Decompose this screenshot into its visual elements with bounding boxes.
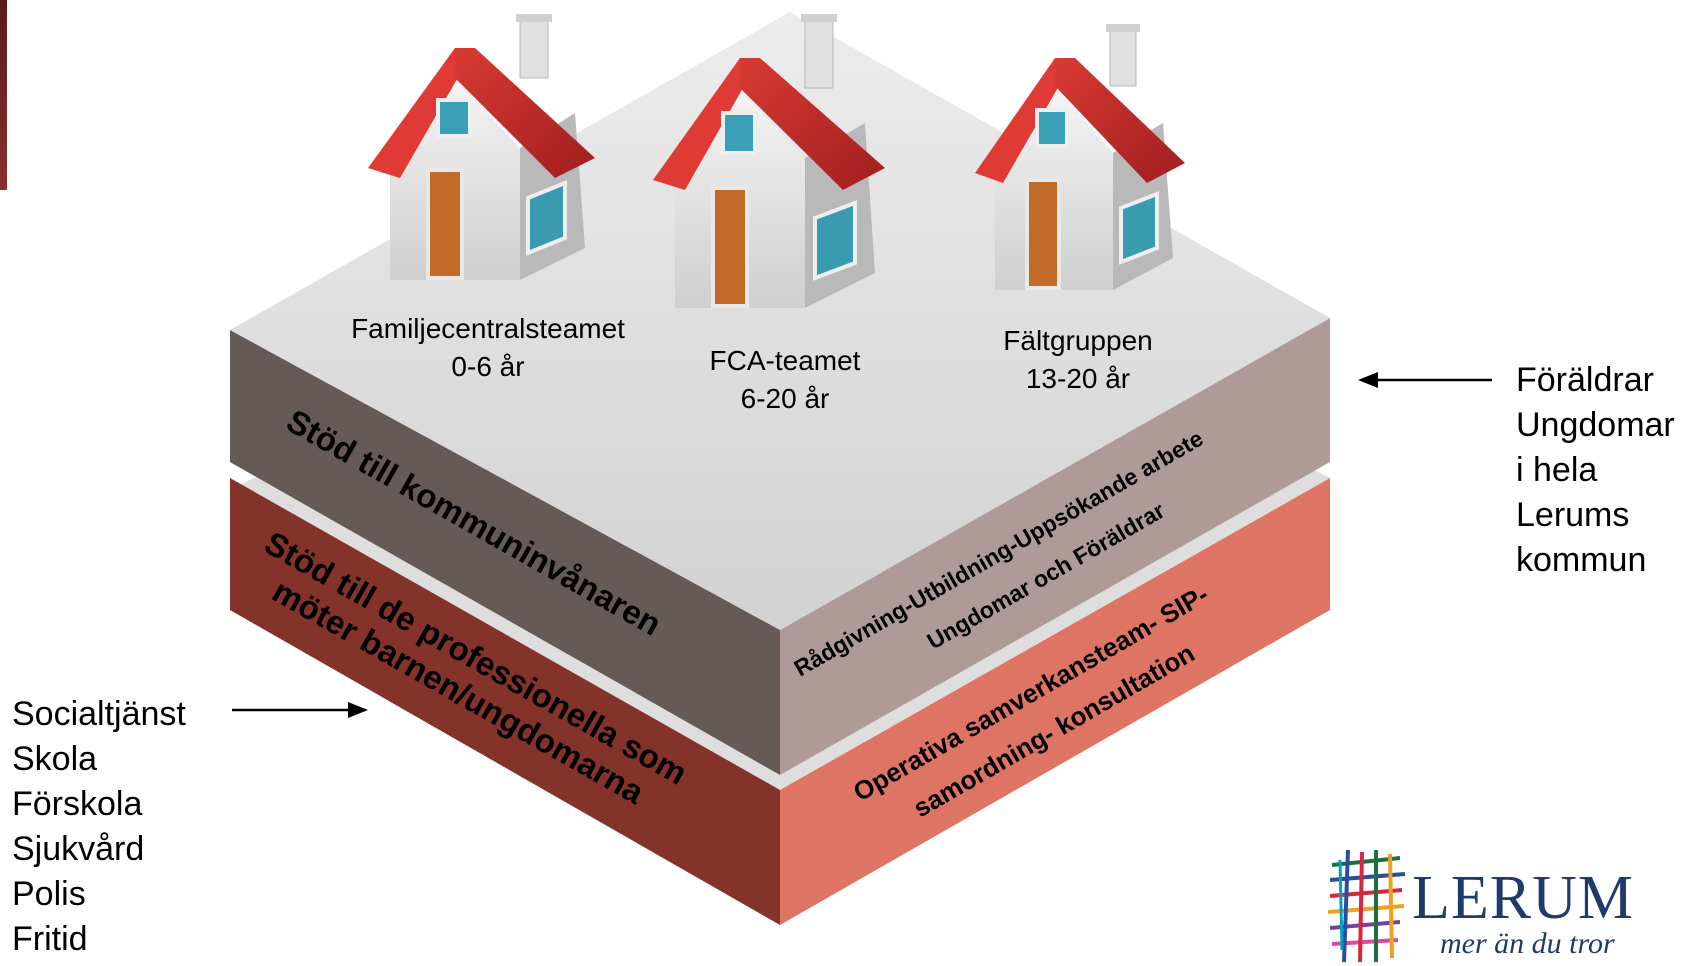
house-label-fca: FCA-teamet (710, 345, 861, 376)
house-faltgruppen (975, 24, 1185, 290)
house-icon (975, 24, 1185, 290)
left-audience-item: Skola (12, 740, 98, 778)
house-familjecentral (368, 14, 595, 280)
top-layer-left-side (230, 330, 780, 775)
house-fca (653, 14, 885, 308)
house-icon (368, 14, 595, 280)
right-audience-list: Föräldrar Ungdomar i hela Lerums kommun (1516, 358, 1675, 583)
left-audience-item: Förskola (12, 785, 143, 823)
right-audience-item: Ungdomar (1516, 406, 1675, 444)
arrow-to-top-layer (1358, 372, 1492, 388)
left-audience-item: Socialtjänst (12, 695, 186, 733)
lerum-logo-name: LERUM (1412, 864, 1634, 932)
house-label-familjecentral: Familjecentralsteamet (351, 313, 625, 344)
house-age-familjecentral: 0-6 år (451, 351, 524, 382)
lerum-logo: LERUM mer än du tror (1327, 849, 1634, 963)
left-audience-item: Sjukvård (12, 830, 145, 868)
house-label-faltgruppen: Fältgruppen (1003, 325, 1152, 356)
house-age-faltgruppen: 13-20 år (1026, 363, 1130, 394)
left-edge-decoration (0, 0, 7, 190)
right-audience-item: Föräldrar (1516, 361, 1654, 399)
lerum-logo-tagline: mer än du tror (1440, 927, 1615, 960)
arrow-to-bottom-layer (232, 702, 368, 718)
house-age-fca: 6-20 år (741, 383, 830, 414)
left-audience-item: Polis (12, 875, 86, 913)
house-icon (653, 14, 885, 308)
top-layer-right-side (780, 318, 1330, 775)
right-audience-item: i hela (1516, 451, 1598, 489)
right-audience-item: kommun (1516, 541, 1647, 579)
left-audience-item: Fritid (12, 920, 88, 958)
bottom-layer-right-side (780, 478, 1330, 925)
left-audience-list: Socialtjänst Skola Förskola Sjukvård Pol… (12, 692, 186, 962)
lerum-logo-mark (1327, 849, 1406, 963)
right-audience-item: Lerums (1516, 496, 1630, 534)
bottom-layer-left-side (230, 478, 780, 925)
